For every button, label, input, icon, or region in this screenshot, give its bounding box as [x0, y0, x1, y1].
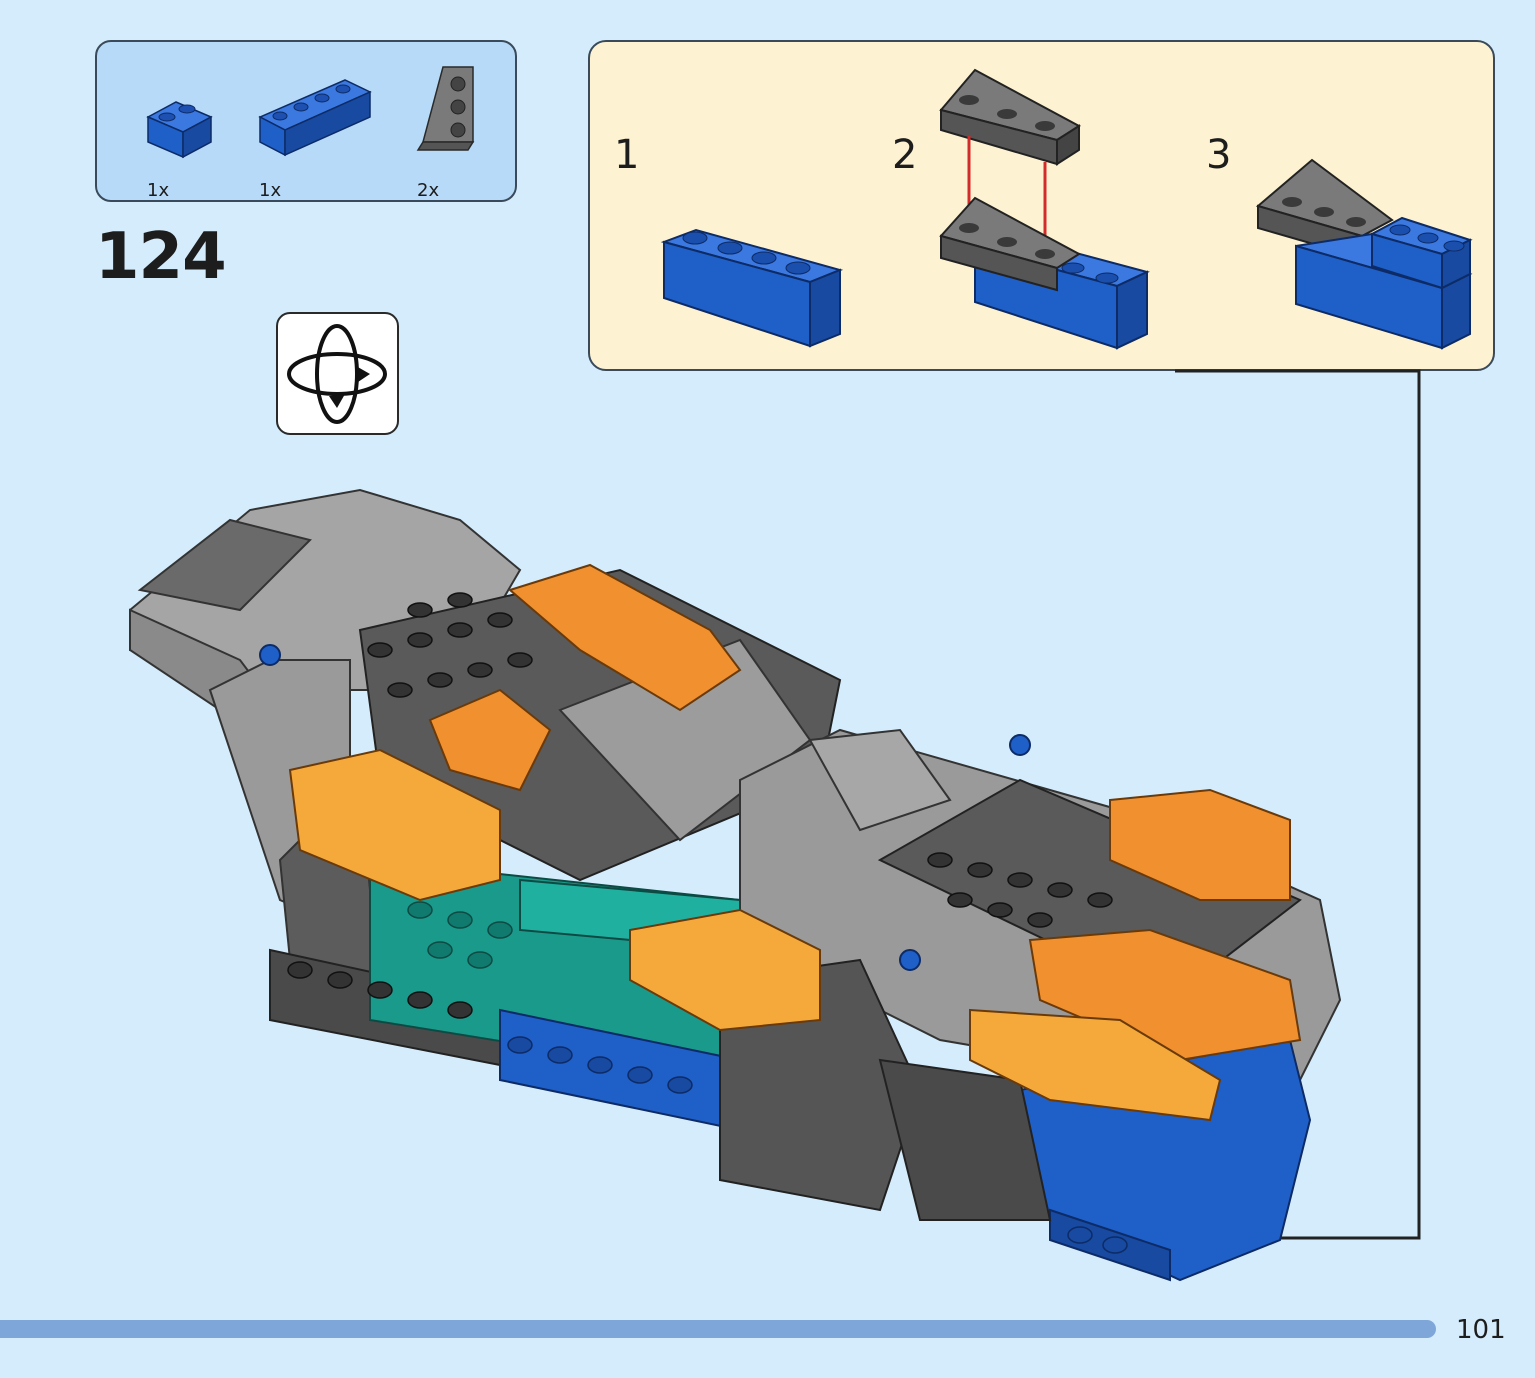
sub-step-label: 1 [614, 132, 640, 178]
subassembly-panel: 1 2 3 [588, 40, 1495, 371]
sub-step-label: 2 [892, 132, 918, 178]
page-progress-bar [0, 1320, 1436, 1338]
sub-step-3-illustration [1255, 158, 1473, 350]
blue-brick-1x2-icon [146, 101, 213, 159]
part-quantity: 2x [417, 180, 440, 201]
part-grey-wedge-plate: 2x [413, 62, 483, 201]
rotate-model-icon [287, 324, 387, 424]
step-number: 124 [95, 220, 227, 294]
part-quantity: 1x [147, 180, 170, 201]
page-number: 101 [1456, 1315, 1506, 1345]
rotate-model-box [276, 312, 399, 435]
part-quantity: 1x [259, 180, 282, 201]
sub-step-label: 3 [1206, 132, 1232, 178]
part-blue-brick-1x4: 1x [255, 62, 375, 201]
model-illustration [129, 488, 1342, 1282]
part-blue-brick-1x2: 1x [143, 62, 213, 201]
sub-step-1-illustration [660, 228, 844, 348]
sub-step-2-illustration [939, 68, 1150, 350]
grey-wedge-plate-icon [416, 66, 475, 151]
parts-list-panel: 1x 1x 2x [95, 40, 517, 202]
blue-brick-1x4-icon [258, 79, 372, 157]
